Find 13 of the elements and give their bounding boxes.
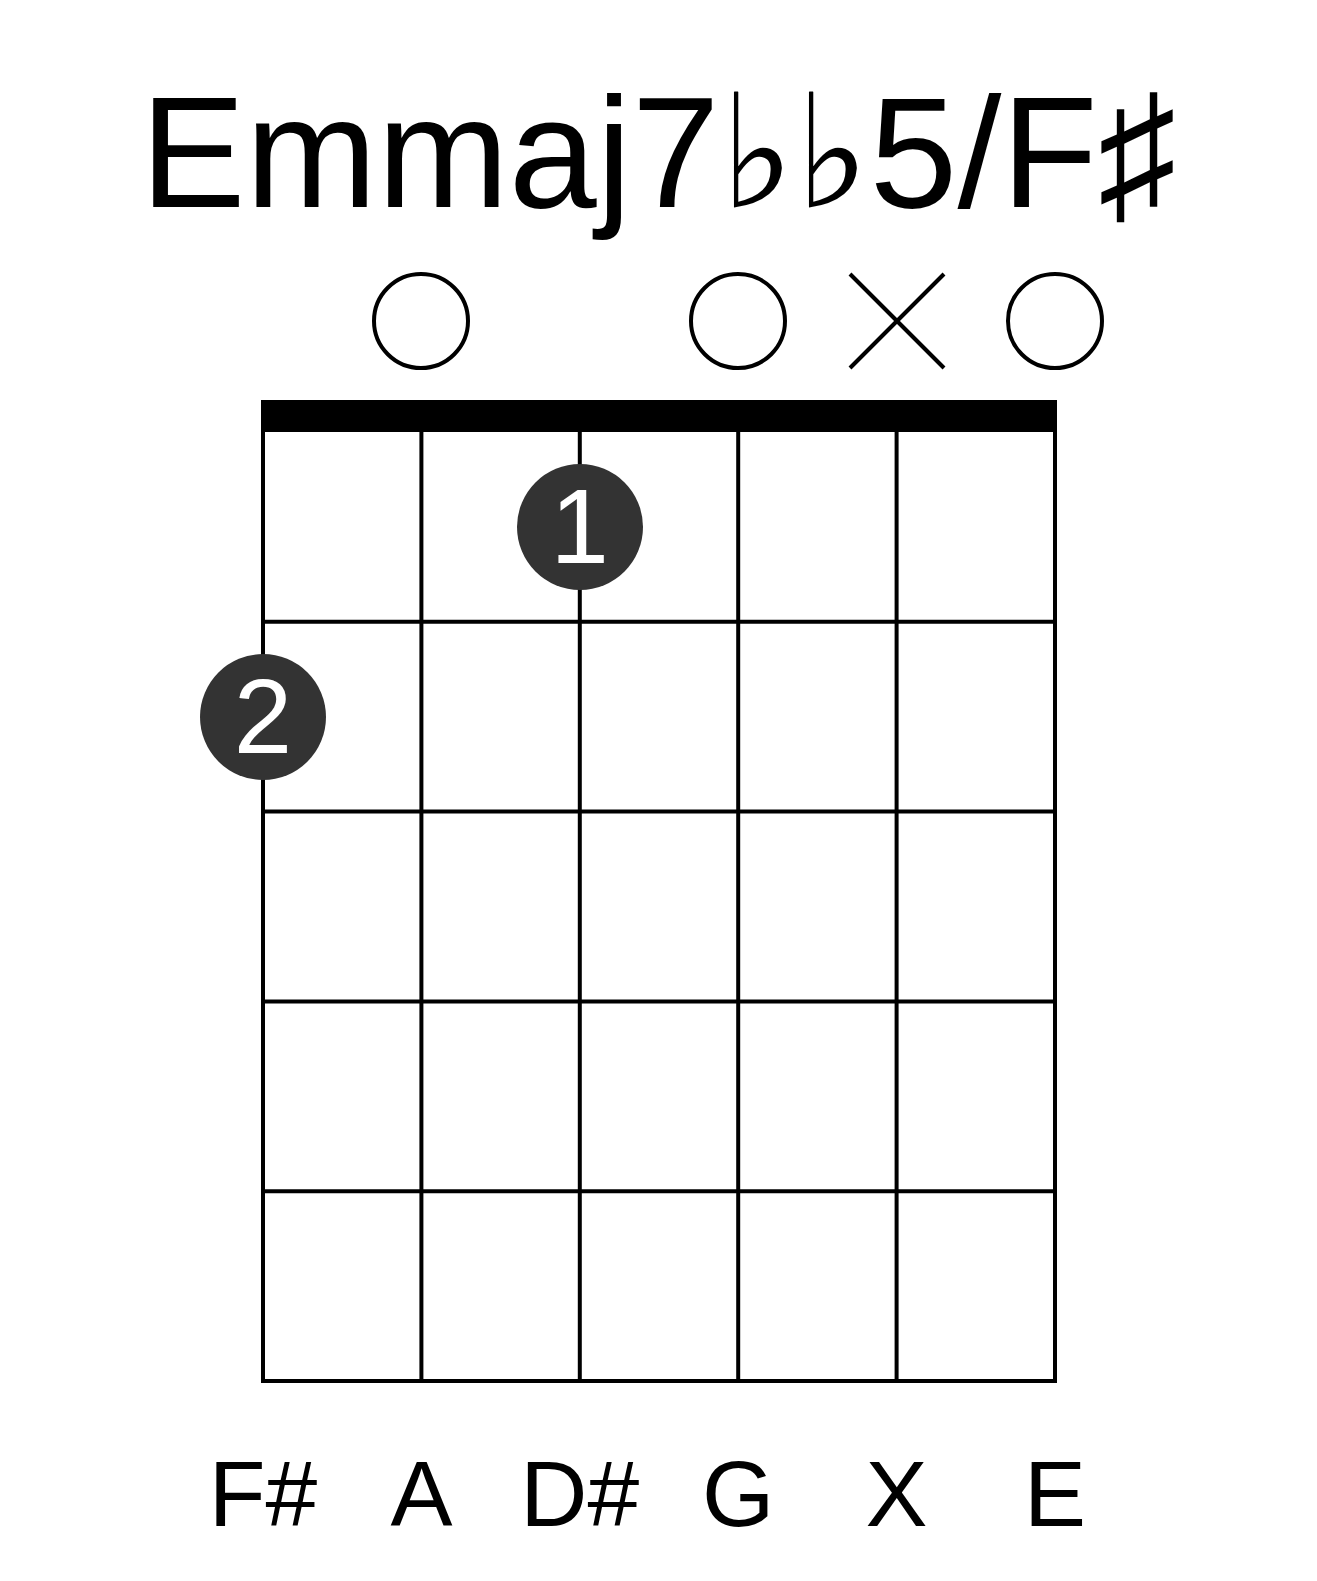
- string-note-label: F#: [208, 1441, 318, 1548]
- open-string-circle: [372, 272, 471, 370]
- string-note-label: X: [865, 1441, 928, 1548]
- finger-number: 2: [233, 664, 293, 770]
- finger-number: 1: [550, 474, 609, 580]
- open-string-circle: [1006, 272, 1104, 370]
- string-note-label: E: [1024, 1441, 1086, 1548]
- chord-title: Emmaj7♭♭5/F♯: [140, 63, 1177, 242]
- string-note-label: A: [390, 1441, 453, 1548]
- string-note-label: G: [702, 1441, 775, 1548]
- open-string-circle: [689, 272, 788, 370]
- muted-string-cross: [848, 273, 945, 369]
- string-note-label: D#: [520, 1441, 640, 1548]
